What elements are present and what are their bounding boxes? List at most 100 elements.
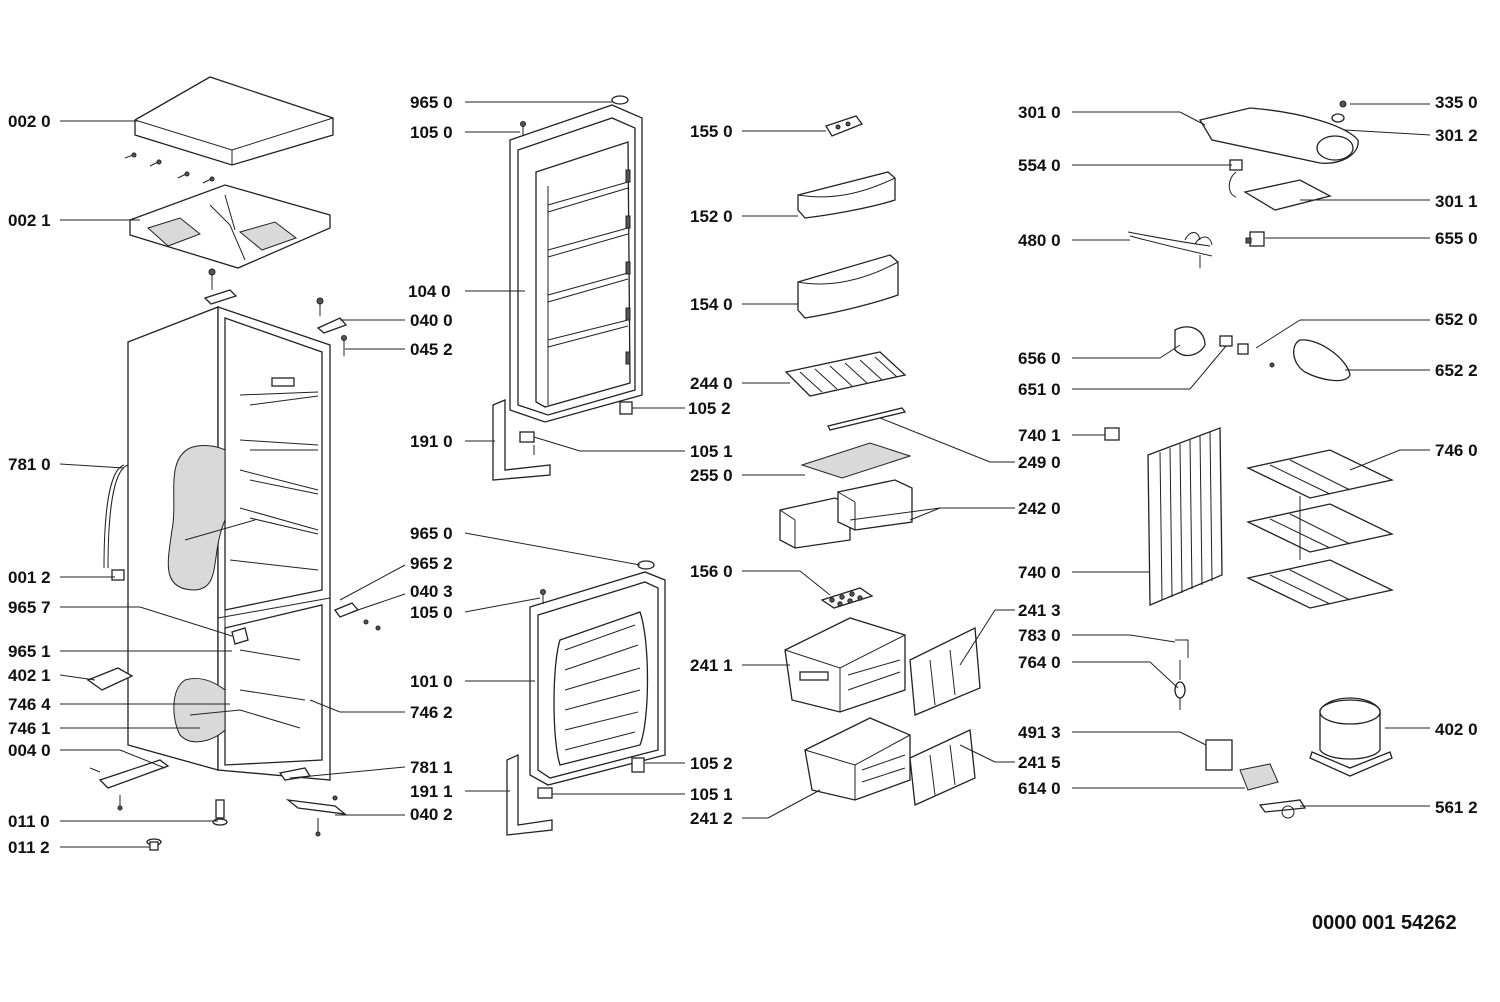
label-001-2: 001 2 <box>8 568 51 587</box>
part-labels: 002 0 002 1 781 0 001 2 965 7 965 1 402 … <box>8 93 1478 934</box>
cable-harness-480 <box>1127 231 1213 268</box>
label-241-1: 241 1 <box>690 656 733 675</box>
label-241-5: 241 5 <box>1018 753 1061 772</box>
label-740-1: 740 1 <box>1018 426 1061 445</box>
label-191-1: 191 1 <box>410 782 453 801</box>
drawer-241-2 <box>804 717 911 801</box>
label-249-0: 249 0 <box>1018 453 1061 472</box>
fridge-door-lower <box>529 560 666 786</box>
label-655-0: 655 0 <box>1435 229 1478 248</box>
label-040-3: 040 3 <box>410 582 453 601</box>
label-781-0: 781 0 <box>8 455 51 474</box>
label-242-0: 242 0 <box>1018 499 1061 518</box>
label-965-0-upper: 965 0 <box>410 93 453 112</box>
label-002-1: 002 1 <box>8 211 51 230</box>
label-656-0: 656 0 <box>1018 349 1061 368</box>
label-614-0: 614 0 <box>1018 779 1061 798</box>
leader-lines <box>59 101 1431 848</box>
label-301-0: 301 0 <box>1018 103 1061 122</box>
label-040-2: 040 2 <box>410 805 453 824</box>
label-491-3: 491 3 <box>1018 723 1061 742</box>
label-241-3: 241 3 <box>1018 601 1061 620</box>
label-105-1-lower: 105 1 <box>690 785 733 804</box>
fittings-783-764 <box>1174 639 1189 710</box>
label-652-2: 652 2 <box>1435 361 1478 380</box>
label-301-1: 301 1 <box>1435 192 1478 211</box>
top-cover-part <box>134 76 334 166</box>
label-105-0-upper: 105 0 <box>410 123 453 142</box>
label-402-1: 402 1 <box>8 666 51 685</box>
label-105-0-lower: 105 0 <box>410 603 453 622</box>
label-241-2: 241 2 <box>690 809 733 828</box>
bottom-bracket-part <box>89 759 170 811</box>
label-105-1-upper: 105 1 <box>690 442 733 461</box>
label-191-0: 191 0 <box>410 432 453 451</box>
cable-cover-part <box>86 667 134 691</box>
hinge-pin-105-1-upper <box>519 431 535 455</box>
hinge-top-part <box>203 268 238 305</box>
gasket-lower <box>506 753 553 836</box>
label-746-1: 746 1 <box>8 719 51 738</box>
shelf-trim-249 <box>827 407 907 431</box>
door-shelf-152 <box>797 171 896 219</box>
label-965-1: 965 1 <box>8 642 51 661</box>
label-045-2: 045 2 <box>410 340 453 359</box>
drain-tube-part <box>103 464 129 581</box>
egg-tray-156 <box>820 587 874 609</box>
switch-655 <box>1245 231 1265 247</box>
label-154-0: 154 0 <box>690 295 733 314</box>
label-402-0: 402 0 <box>1435 720 1478 739</box>
top-cover-screws <box>124 152 215 184</box>
label-746-2: 746 2 <box>410 703 453 722</box>
hinge-pin-105-1-lower <box>537 787 553 799</box>
label-480-0: 480 0 <box>1018 231 1061 250</box>
door-handle-155 <box>825 115 864 137</box>
gasket-upper <box>492 399 551 481</box>
lamp-assembly-656-651-652 <box>1174 326 1351 382</box>
label-040-0: 040 0 <box>410 311 453 330</box>
bracket-561 <box>1258 799 1307 819</box>
label-965-2: 965 2 <box>410 554 453 573</box>
top-right-hinge-screws <box>316 297 348 356</box>
label-002-0: 002 0 <box>8 112 51 131</box>
label-740-0: 740 0 <box>1018 563 1061 582</box>
label-335-0: 335 0 <box>1435 93 1478 112</box>
top-plate-part <box>129 184 331 269</box>
label-004-0: 004 0 <box>8 741 51 760</box>
label-301-2: 301 2 <box>1435 126 1478 145</box>
label-155-0: 155 0 <box>690 122 733 141</box>
label-651-0: 651 0 <box>1018 380 1061 399</box>
thermostat-housing-301 <box>1198 100 1359 211</box>
label-244-0: 244 0 <box>690 374 733 393</box>
label-561-2: 561 2 <box>1435 798 1478 817</box>
cabinet-body <box>127 306 331 781</box>
drawer-241-1 <box>784 617 906 713</box>
evaporator-shelves-746 <box>1246 449 1394 609</box>
label-554-0: 554 0 <box>1018 156 1061 175</box>
glass-shelf-255 <box>800 442 912 479</box>
label-965-0-lower: 965 0 <box>410 524 453 543</box>
freezer-door-upper <box>509 95 643 423</box>
label-105-2-lower: 105 2 <box>690 754 733 773</box>
door-shelf-154 <box>797 254 899 319</box>
label-101-0: 101 0 <box>410 672 453 691</box>
label-783-0: 783 0 <box>1018 626 1061 645</box>
condenser-740 <box>1104 427 1223 606</box>
foot-part <box>146 838 162 851</box>
drawer-front-241-5 <box>909 729 976 806</box>
hinge-mid-part <box>231 602 381 645</box>
label-746-4: 746 4 <box>8 695 51 714</box>
bottom-hinge-part <box>285 795 348 837</box>
label-746-0: 746 0 <box>1435 441 1478 460</box>
compressor-402 <box>1309 697 1393 777</box>
label-105-2-upper: 105 2 <box>688 399 731 418</box>
wire-shelf-244 <box>784 351 907 397</box>
label-011-2: 011 2 <box>8 838 50 857</box>
label-781-1: 781 1 <box>410 758 453 777</box>
document-number: 0000 001 54262 <box>1312 912 1457 934</box>
label-156-0: 156 0 <box>690 562 733 581</box>
label-011-0: 011 0 <box>8 812 50 831</box>
crisper-boxes-242 <box>779 479 913 549</box>
drawer-front-241-3 <box>909 626 981 716</box>
